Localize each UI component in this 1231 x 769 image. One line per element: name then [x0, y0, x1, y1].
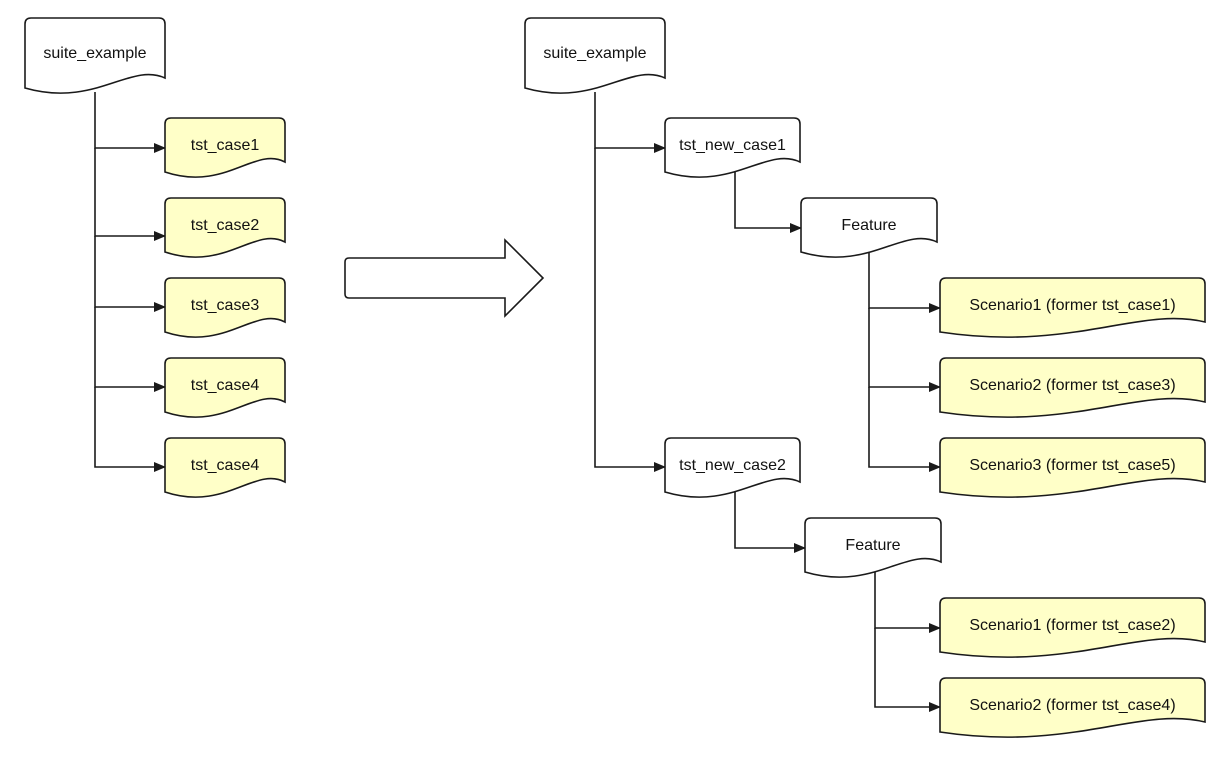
test-case-label: tst_new_case1: [679, 137, 786, 154]
connector-layer: [94, 92, 941, 712]
suite-to-test-case-connector: [594, 92, 666, 153]
feature-label: Feature: [841, 217, 896, 234]
scenario-label: Scenario2 (former tst_case3): [969, 377, 1175, 394]
document-shape: [664, 117, 801, 178]
document-shape: [939, 357, 1206, 418]
before-case-node: tst_case4: [164, 437, 286, 498]
transform-arrow: [344, 238, 545, 318]
scenario-node: Scenario3 (former tst_case5): [939, 437, 1206, 498]
feature-to-scenario-connector: [874, 628, 941, 712]
before-suite-label: suite_example: [43, 45, 146, 62]
suite-to-case-connector: [94, 307, 166, 392]
test-case-node: tst_new_case1: [664, 117, 801, 178]
scenario-label: Scenario3 (former tst_case5): [969, 457, 1175, 474]
feature-to-scenario-connector: [868, 308, 941, 392]
document-shape: [164, 357, 286, 418]
document-shape: [164, 197, 286, 258]
before-case-label: tst_case4: [191, 457, 260, 474]
suite-to-case-connector: [94, 236, 166, 312]
document-shape: [939, 597, 1206, 658]
before-suite-node: suite_example: [24, 17, 166, 94]
scenario-label: Scenario2 (former tst_case4): [969, 697, 1175, 714]
test-case-label: tst_new_case2: [679, 457, 786, 474]
scenario-node: Scenario1 (former tst_case2): [939, 597, 1206, 658]
before-case-node: tst_case1: [164, 117, 286, 178]
document-shape: [939, 677, 1206, 738]
feature-node: Feature: [804, 517, 942, 578]
document-shape: [164, 437, 286, 498]
before-case-label: tst_case1: [191, 137, 260, 154]
test-case-node: tst_new_case2: [664, 437, 801, 498]
test-case-to-feature-connector: [734, 492, 806, 553]
before-case-node: tst_case4: [164, 357, 286, 418]
suite-to-test-case-connector: [594, 148, 666, 472]
document-shape: [939, 277, 1206, 338]
document-shape: [939, 437, 1206, 498]
document-shape: [524, 17, 666, 94]
document-shape: [804, 517, 942, 578]
document-shape: [800, 197, 938, 258]
suite-to-case-connector: [94, 387, 166, 472]
scenario-label: Scenario1 (former tst_case2): [969, 617, 1175, 634]
after-suite-node: suite_example: [524, 17, 666, 94]
scenario-node: Scenario2 (former tst_case3): [939, 357, 1206, 418]
before-case-label: tst_case2: [191, 217, 260, 234]
document-shape: [24, 17, 166, 94]
scenario-node: Scenario2 (former tst_case4): [939, 677, 1206, 738]
feature-label: Feature: [845, 537, 900, 554]
before-case-node: tst_case2: [164, 197, 286, 258]
suite-to-case-connector: [94, 148, 166, 241]
suite-to-case-connector: [94, 92, 166, 153]
scenario-node: Scenario1 (former tst_case1): [939, 277, 1206, 338]
after-suite-label: suite_example: [543, 45, 646, 62]
before-case-label: tst_case4: [191, 377, 260, 394]
document-shape: [164, 277, 286, 338]
feature-to-scenario-connector: [874, 572, 941, 633]
feature-node: Feature: [800, 197, 938, 258]
feature-to-scenario-connector: [868, 252, 941, 313]
scenario-label: Scenario1 (former tst_case1): [969, 297, 1175, 314]
before-case-label: tst_case3: [191, 297, 260, 314]
document-shape: [664, 437, 801, 498]
document-shape: [164, 117, 286, 178]
node-layer: suite_example tst_case1 tst_case2 tst_ca…: [24, 17, 1206, 738]
feature-to-scenario-connector: [868, 387, 941, 472]
before-case-node: tst_case3: [164, 277, 286, 338]
test-case-to-feature-connector: [734, 172, 802, 233]
